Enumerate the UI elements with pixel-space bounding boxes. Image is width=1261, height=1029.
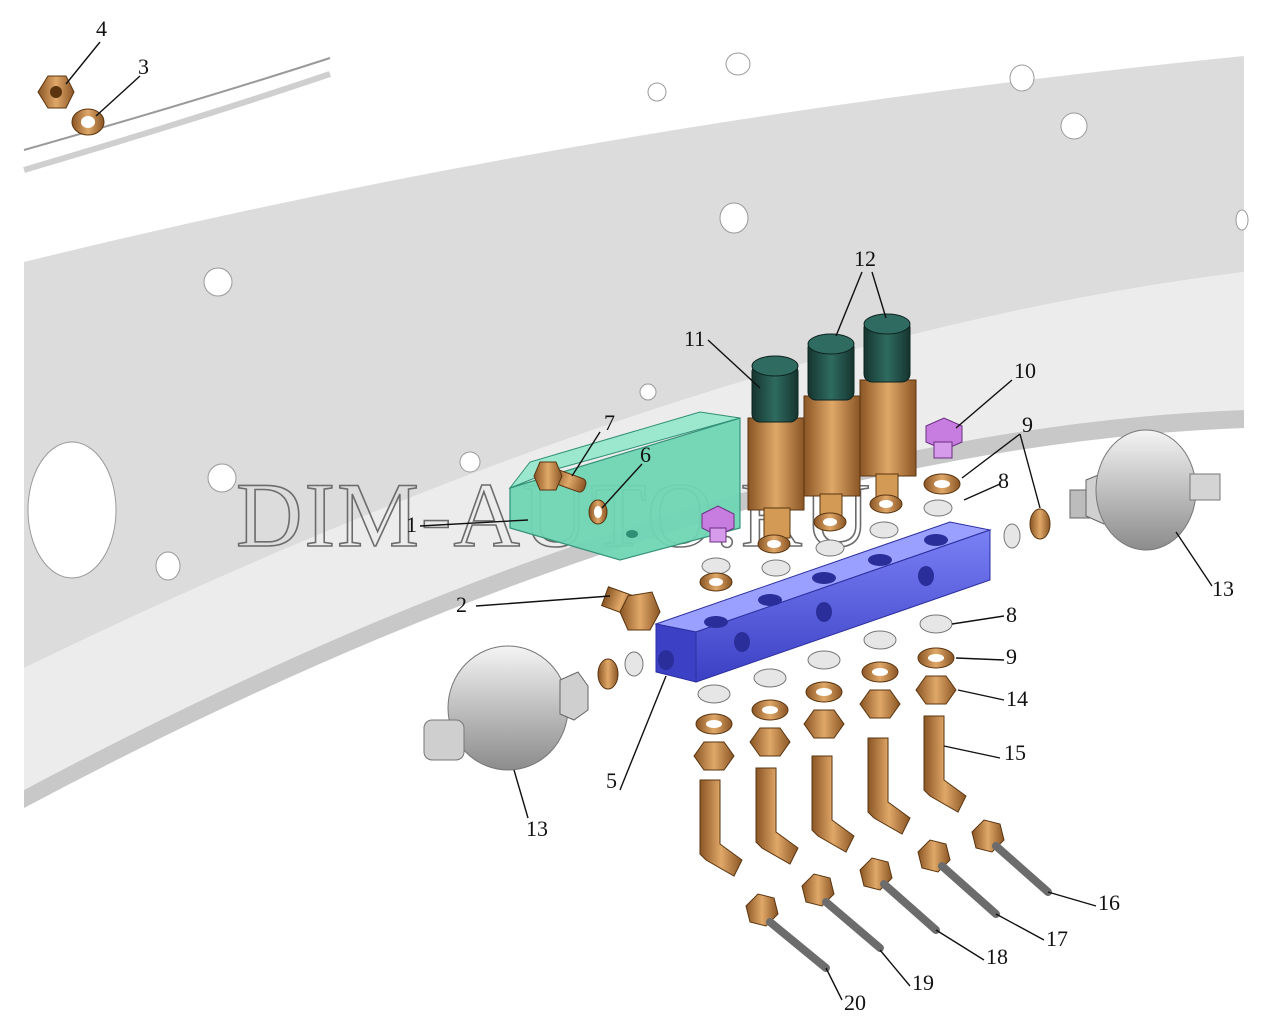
callout-11: 11 [684, 326, 705, 351]
pressure-sensor-right-part-13 [1069, 429, 1221, 551]
callout-6: 6 [640, 442, 651, 467]
leader-lines [65, 41, 1213, 1001]
callout-16: 16 [1098, 890, 1120, 915]
nuts-part-14 [693, 675, 957, 771]
plug-part-10-b [701, 505, 735, 543]
manifold-part-5 [654, 521, 992, 683]
callout-13-left: 13 [526, 816, 548, 841]
callout-9: 9 [1006, 644, 1017, 669]
callout-20: 20 [844, 990, 866, 1015]
bolt-part-7 [533, 461, 587, 493]
callout-4: 4 [96, 16, 107, 41]
callout-13-right: 13 [1212, 576, 1234, 601]
pressure-sensor-left-part-13 [423, 645, 589, 771]
callout-12: 12 [854, 246, 876, 271]
callout-18: 18 [986, 944, 1008, 969]
callout-8-top: 8 [998, 468, 1009, 493]
bolt-part-2 [600, 586, 661, 631]
plug-part-10 [925, 417, 963, 459]
callout-10: 10 [1014, 358, 1036, 383]
callout-14: 14 [1006, 686, 1028, 711]
callout-1: 1 [406, 512, 417, 537]
frame-rail [23, 52, 1249, 808]
callout-15: 15 [1004, 740, 1026, 765]
callout-8: 8 [1006, 602, 1017, 627]
sensor-part-12b [859, 313, 917, 503]
callout-7: 7 [604, 410, 615, 435]
callout-2: 2 [456, 592, 467, 617]
probes-parts-16-20 [745, 819, 1052, 972]
sensor-part-12a [803, 333, 861, 523]
sensor-part-11 [747, 355, 805, 539]
callout-labels: 4 3 7 6 1 2 5 11 12 10 9 8 13 8 9 14 15 … [96, 16, 1234, 1015]
washer-part-6 [588, 499, 608, 525]
callout-17: 17 [1046, 926, 1068, 951]
callout-5: 5 [606, 768, 617, 793]
washers-set [597, 473, 1051, 735]
nut-part-4 [37, 75, 75, 109]
callout-9-top: 9 [1022, 412, 1033, 437]
callout-19: 19 [912, 970, 934, 995]
callout-3: 3 [138, 54, 149, 79]
elbow-fittings-part-15 [699, 715, 967, 877]
